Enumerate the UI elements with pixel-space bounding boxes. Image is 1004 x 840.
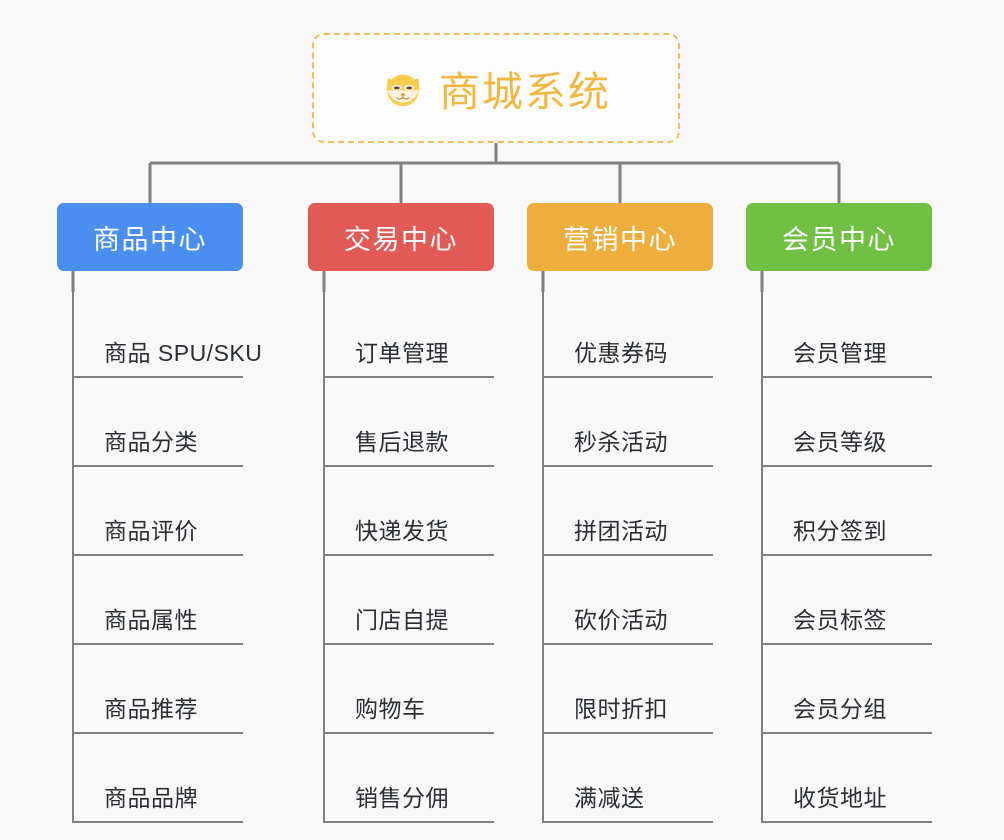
leaf-item[interactable]: 商品 SPU/SKU (74, 289, 262, 378)
category-label-3: 会员中心 (782, 224, 896, 255)
category-column-0: 商品中心 商品 SPU/SKU 商品分类 商品评价 商品属性 商品推荐 (57, 203, 262, 823)
leaf-label: 积分签到 (793, 518, 887, 544)
category-label-2: 营销中心 (563, 224, 677, 255)
category-column-1: 交易中心 订单管理 售后退款 快递发货 门店自提 购物车 (308, 203, 494, 823)
leaf-label: 限时折扣 (574, 696, 668, 722)
leaf-item[interactable]: 收货地址 (763, 734, 932, 823)
leaf-label: 商品 SPU/SKU (104, 340, 263, 366)
leaf-label: 会员标签 (793, 607, 887, 633)
leaf-label: 拼团活动 (574, 518, 668, 544)
category-header-2[interactable]: 营销中心 (527, 203, 713, 271)
leaf-label: 满减送 (574, 785, 645, 811)
leaf-label: 订单管理 (355, 340, 449, 366)
leaf-item[interactable]: 满减送 (544, 734, 713, 823)
leaf-item[interactable]: 优惠券码 (544, 289, 713, 378)
leaf-label: 砍价活动 (574, 607, 668, 633)
leaf-item[interactable]: 砍价活动 (544, 556, 713, 645)
category-header-1[interactable]: 交易中心 (308, 203, 494, 271)
leaf-item[interactable]: 会员管理 (763, 289, 932, 378)
leaf-label: 快递发货 (355, 518, 449, 544)
leaf-label: 会员分组 (793, 696, 887, 722)
leaf-item[interactable]: 限时折扣 (544, 645, 713, 734)
leaf-label: 商品推荐 (104, 696, 198, 722)
category-header-3[interactable]: 会员中心 (746, 203, 932, 271)
leaf-item[interactable]: 商品推荐 (74, 645, 243, 734)
leaf-label: 门店自提 (355, 607, 449, 633)
category-column-3: 会员中心 会员管理 会员等级 积分签到 会员标签 会员分组 (746, 203, 932, 823)
leaf-label: 商品分类 (104, 429, 198, 455)
leaf-label: 会员管理 (793, 340, 887, 366)
leaf-item[interactable]: 商品分类 (74, 378, 243, 467)
category-label-1: 交易中心 (344, 224, 458, 255)
category-header-0[interactable]: 商品中心 (57, 203, 243, 271)
leaf-item[interactable]: 商品属性 (74, 556, 243, 645)
leaf-label: 商品属性 (104, 607, 198, 633)
leaf-list-3: 会员管理 会员等级 积分签到 会员标签 会员分组 收货地址 (761, 289, 932, 823)
leaf-item[interactable]: 门店自提 (325, 556, 494, 645)
leaf-label: 售后退款 (355, 429, 449, 455)
leaf-item[interactable]: 购物车 (325, 645, 494, 734)
leaf-label: 优惠券码 (574, 340, 668, 366)
leaf-item[interactable]: 销售分佣 (325, 734, 494, 823)
leaf-item[interactable]: 快递发货 (325, 467, 494, 556)
leaf-item[interactable]: 秒杀活动 (544, 378, 713, 467)
leaf-list-0: 商品 SPU/SKU 商品分类 商品评价 商品属性 商品推荐 商品品牌 (72, 289, 262, 823)
leaf-item[interactable]: 积分签到 (763, 467, 932, 556)
leaf-label: 商品品牌 (104, 785, 198, 811)
leaf-list-2: 优惠券码 秒杀活动 拼团活动 砍价活动 限时折扣 满减送 (542, 289, 713, 823)
leaf-label: 商品评价 (104, 518, 198, 544)
leaf-item[interactable]: 会员分组 (763, 645, 932, 734)
leaf-item[interactable]: 商品评价 (74, 467, 243, 556)
leaf-label: 会员等级 (793, 429, 887, 455)
leaf-item[interactable]: 售后退款 (325, 378, 494, 467)
leaf-list-1: 订单管理 售后退款 快递发货 门店自提 购物车 销售分佣 (323, 289, 494, 823)
leaf-item[interactable]: 会员标签 (763, 556, 932, 645)
leaf-item[interactable]: 订单管理 (325, 289, 494, 378)
leaf-item[interactable]: 拼团活动 (544, 467, 713, 556)
root-title: 商城系统 (439, 69, 611, 115)
category-label-0: 商品中心 (93, 224, 207, 255)
leaf-item[interactable]: 商品品牌 (74, 734, 243, 823)
leaf-label: 销售分佣 (355, 785, 449, 811)
leaf-label: 秒杀活动 (574, 429, 668, 455)
root-node[interactable]: 商城系统 (312, 33, 680, 143)
category-column-2: 营销中心 优惠券码 秒杀活动 拼团活动 砍价活动 限时折扣 (527, 203, 713, 823)
leaf-label: 购物车 (355, 696, 426, 722)
leaf-item[interactable]: 会员等级 (763, 378, 932, 467)
shiba-dog-face-icon (381, 67, 425, 111)
leaf-label: 收货地址 (793, 785, 887, 811)
